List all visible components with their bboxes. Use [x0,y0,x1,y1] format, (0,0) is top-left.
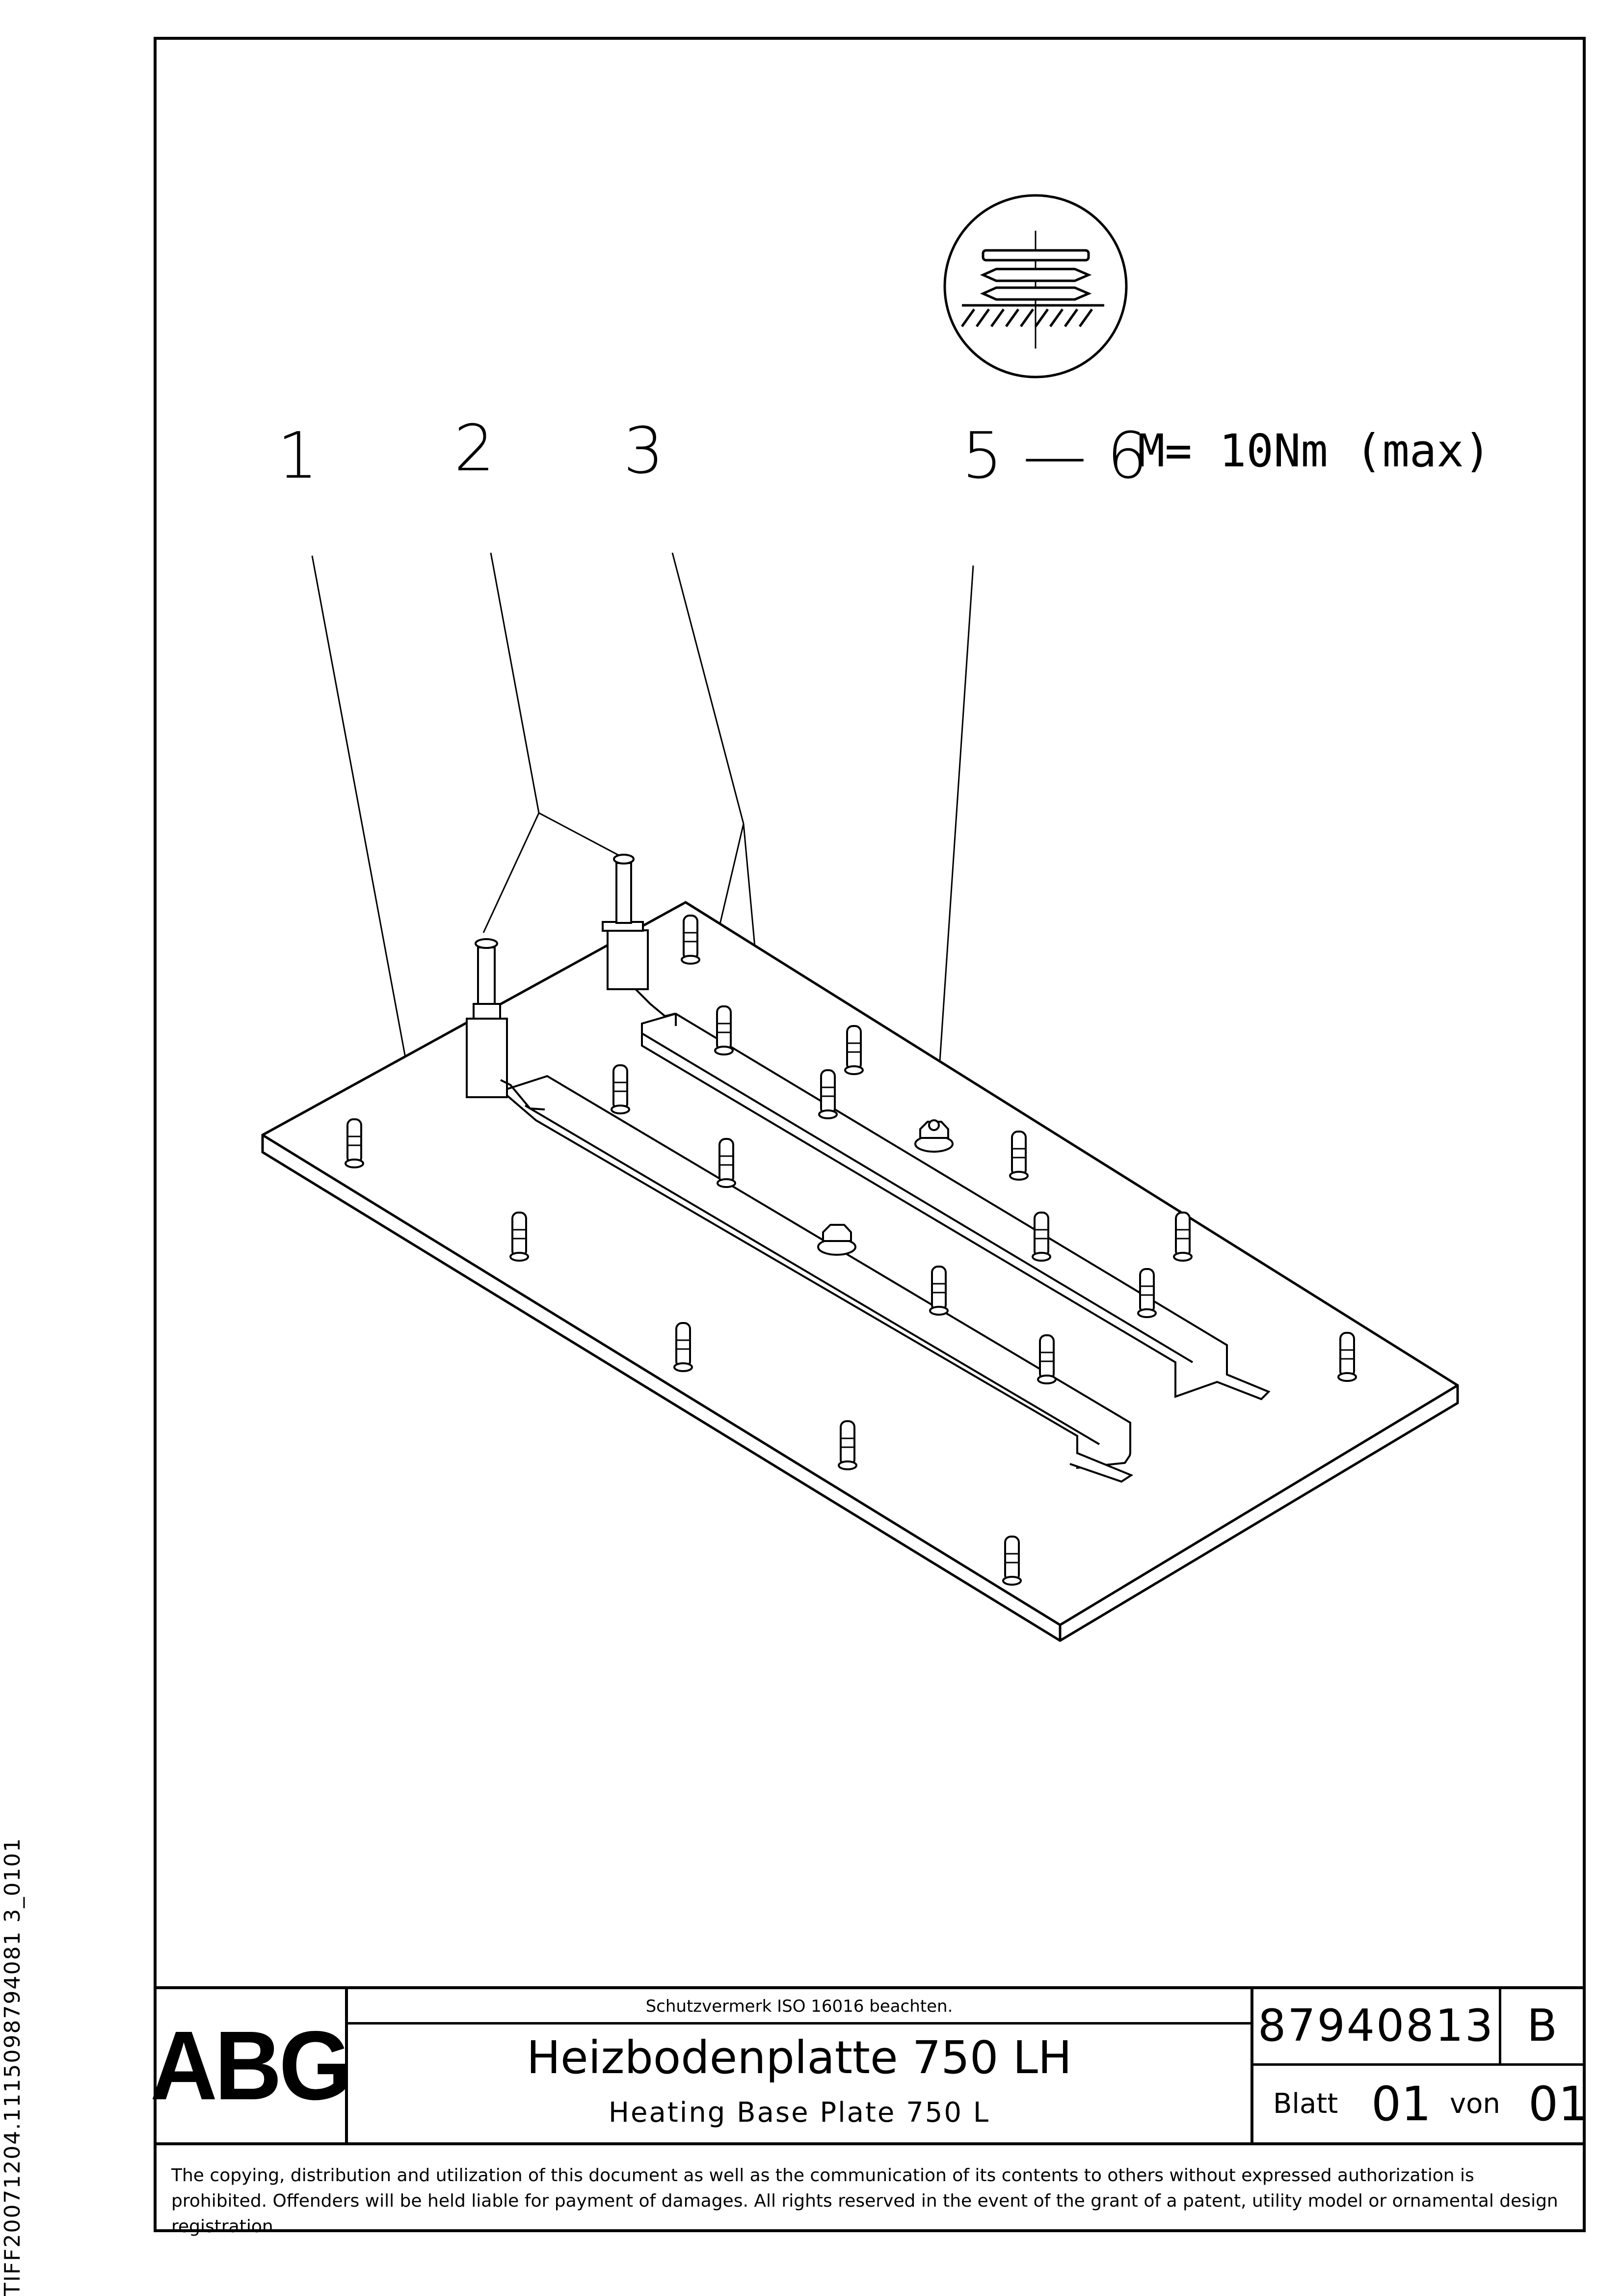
washer-detail-icon [943,194,1128,378]
sheet-number: 01 [1371,2077,1432,2132]
sheet-label: Blatt [1273,2088,1338,2120]
protection-note: Schutzvermerk ISO 16016 beachten. [348,1989,1251,2025]
callout-3: 3 [623,413,664,488]
title-english: Heating Base Plate 750 L [608,2097,990,2129]
of-label: von [1450,2088,1500,2120]
heating-connectors [466,854,675,1110]
callout-2: 2 [454,411,495,486]
sheet-total: 01 [1528,2077,1589,2132]
logo-cell: ABG [150,1989,351,2142]
title-cell: Schutzvermerk ISO 16016 beachten. Heizbo… [348,1989,1251,2142]
title-block: ABG Schutzvermerk ISO 16016 beachten. He… [150,1986,1588,2142]
title-german: Heizbodenplatte 750 LH [526,2031,1072,2084]
drawing-frame [154,37,1586,2232]
drawing-number: 87940813 [1253,1989,1501,2066]
sheet-info: Blatt 01 von 01 [1253,2066,1588,2142]
abg-logo: ABG [150,2011,351,2121]
revision-letter: B [1501,1989,1583,2066]
callout-1: 1 [277,418,318,493]
copyright-notice: The copying, distribution and utilizatio… [154,2142,1586,2237]
callout-5-6: 5 — 6 [962,418,1147,493]
nuts [817,1119,954,1256]
torque-spec: M= 10Nm (max) [1138,425,1491,477]
number-cell: 87940813 B Blatt 01 von 01 [1251,1989,1588,2142]
